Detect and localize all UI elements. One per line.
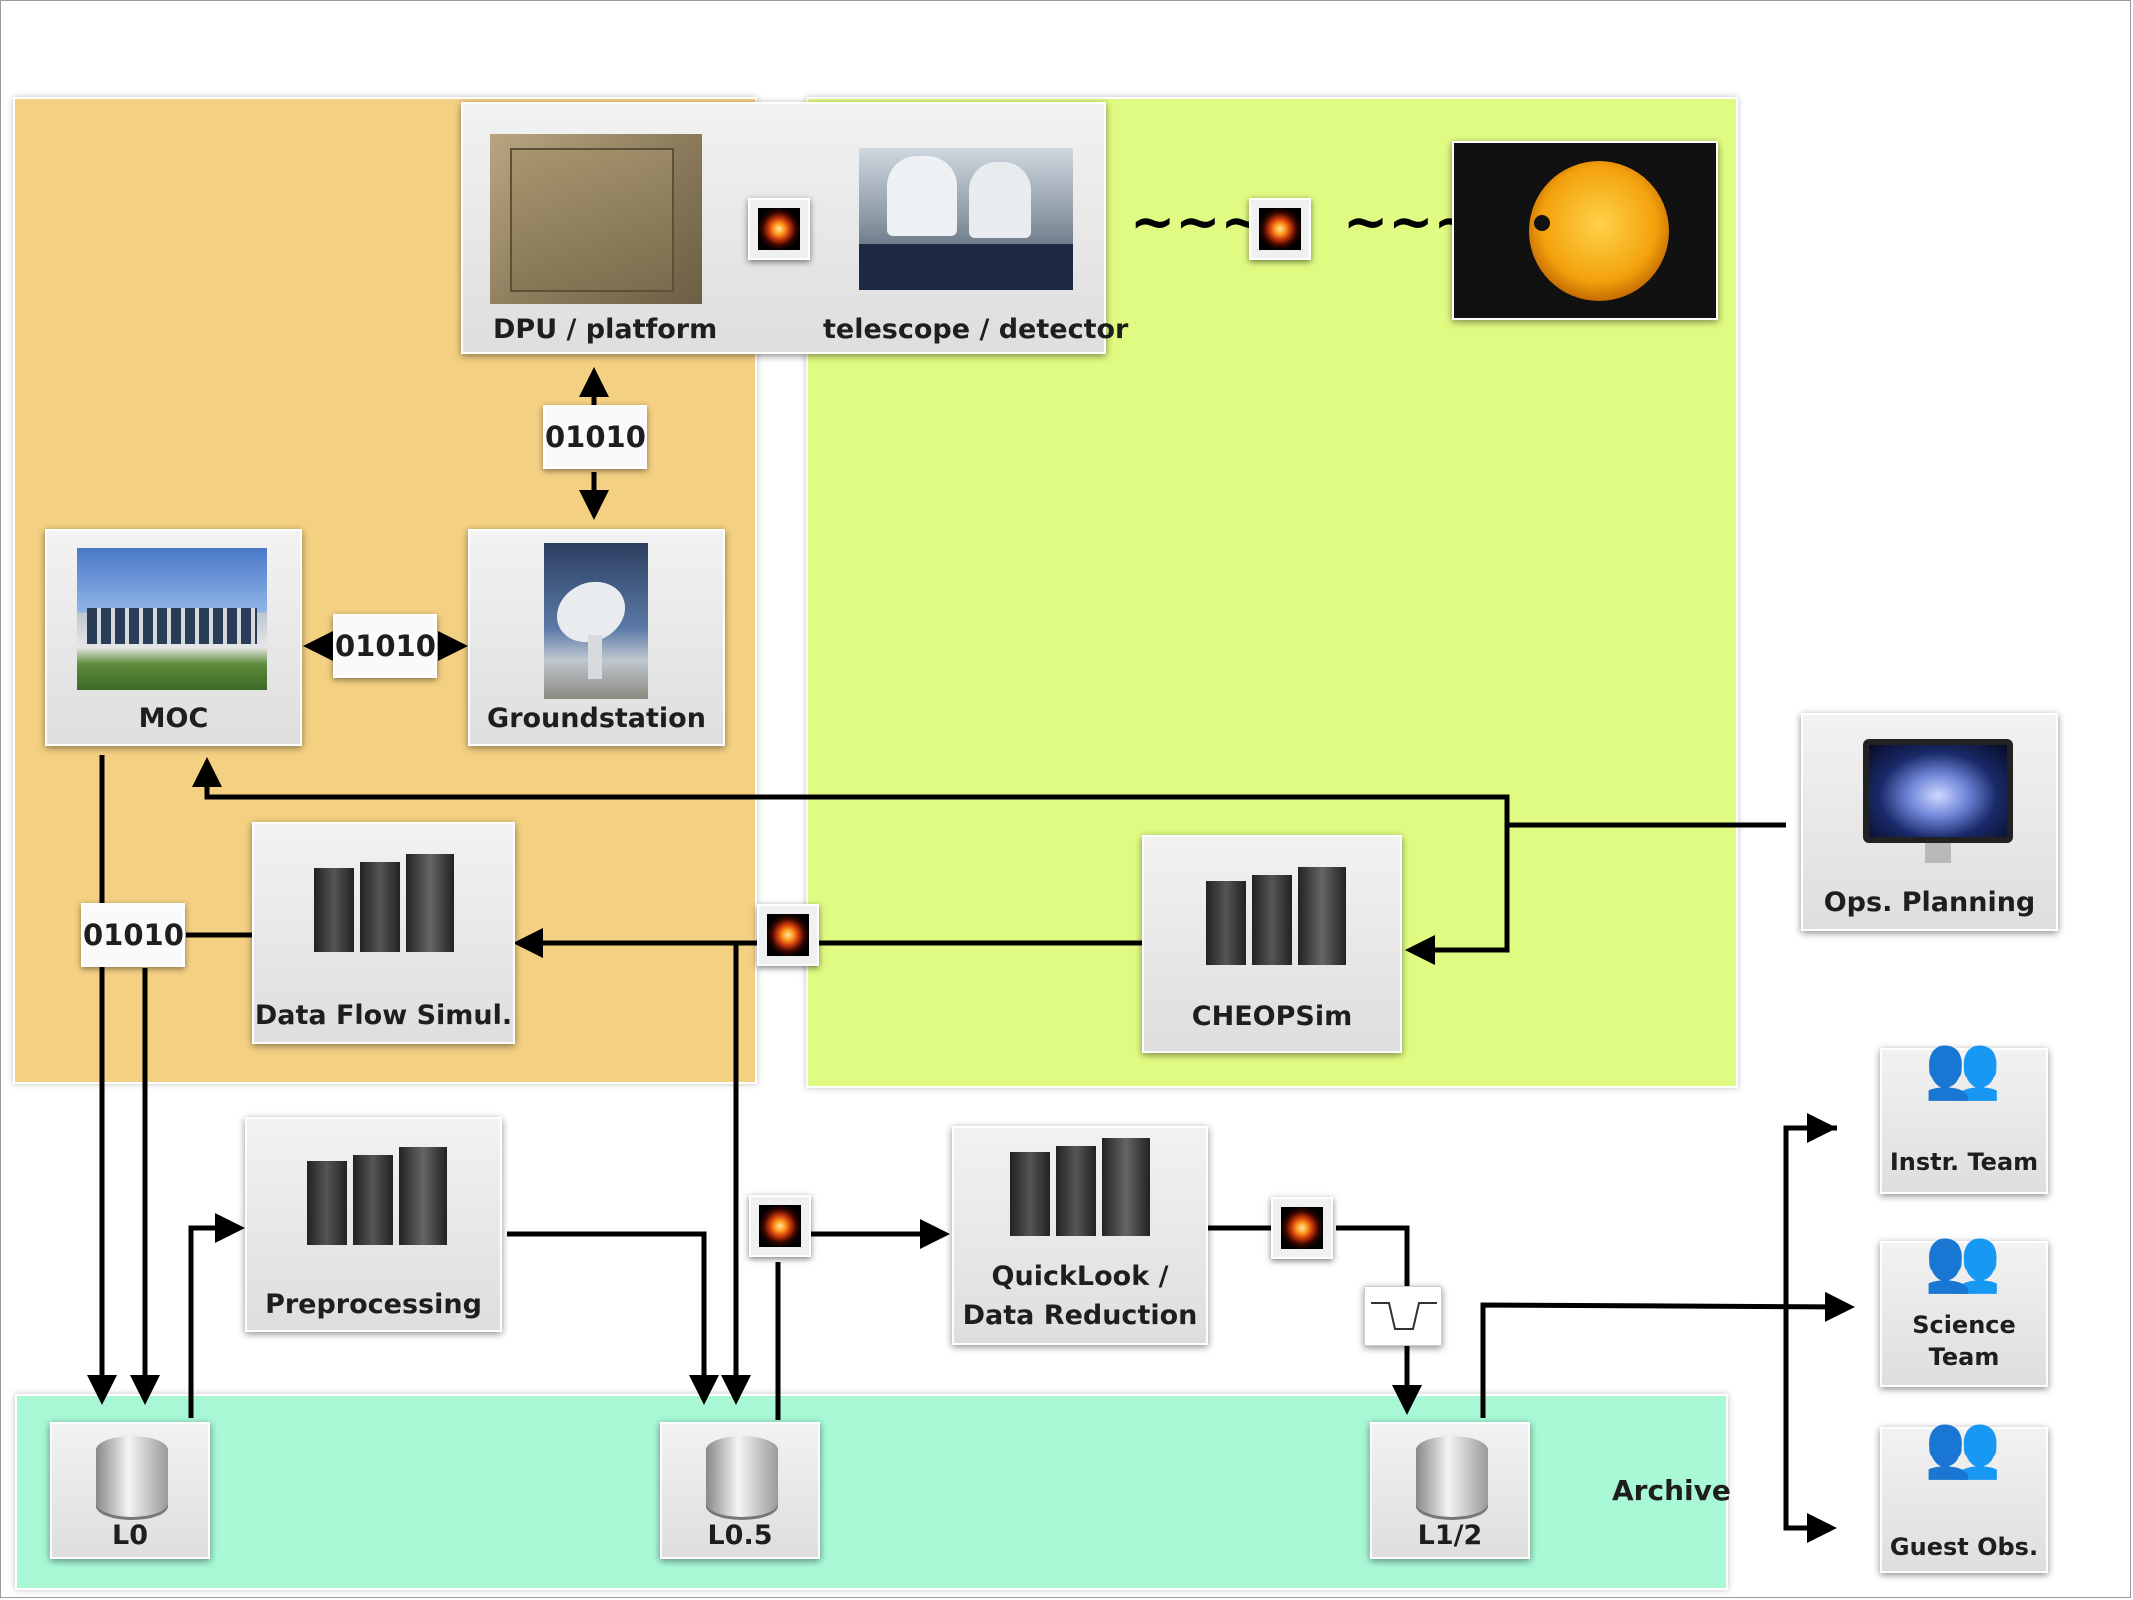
image-frame-chip — [1271, 1197, 1333, 1259]
server-shape — [406, 854, 454, 952]
quicklook-box: QuickLook / Data Reduction — [952, 1126, 1208, 1345]
moc-label: MOC — [138, 703, 209, 734]
star-image-icon — [767, 914, 809, 956]
l05-label: L0.5 — [707, 1520, 773, 1551]
planet-shape — [1534, 215, 1550, 231]
teams-branch-line — [1783, 1125, 1837, 1543]
spacecraft-box: DPU / platform telescope / detector — [461, 102, 1128, 354]
database-icon — [1416, 1436, 1488, 1520]
dpu-image — [490, 134, 702, 304]
quicklook-label-line2: Data Reduction — [962, 1300, 1198, 1331]
team-people-icon: 👥 — [1924, 1223, 2002, 1296]
server-shape — [1252, 875, 1292, 965]
database-icon — [706, 1436, 778, 1520]
data-bits-badge: 01010 — [333, 614, 437, 678]
star-shape — [1529, 161, 1669, 301]
server-rack-icon — [314, 854, 454, 958]
preprocessing-label: Preprocessing — [265, 1289, 482, 1320]
image-frame-chip — [749, 1195, 811, 1257]
groundstation-box: Groundstation — [468, 529, 725, 746]
science-team-label-line1: Science — [1912, 1311, 2016, 1339]
monitor-icon — [1863, 739, 2013, 843]
exoplanet-transit-image — [1452, 141, 1718, 320]
dpu-unit-shape — [510, 148, 674, 292]
server-shape — [1010, 1152, 1050, 1236]
ops-to-cheopsim-arrow — [1405, 825, 1510, 965]
l12-database-box: L1/2 — [1370, 1422, 1530, 1559]
ops-to-moc-arrow — [192, 757, 1510, 825]
telescope-label: telescope / detector — [823, 314, 1129, 345]
ops-planning-box: Ops. Planning — [1801, 713, 2058, 931]
quicklook-label-line1: QuickLook / — [991, 1261, 1169, 1292]
light-curve-icon — [1371, 1302, 1437, 1330]
moc-building-image — [77, 548, 267, 690]
server-shape — [360, 862, 400, 952]
archive-label: Archive — [1612, 1474, 1731, 1507]
server-shape — [307, 1161, 347, 1245]
antenna-image — [544, 543, 648, 699]
server-shape — [1102, 1138, 1150, 1236]
signal-wave-left: ~~~ — [1130, 190, 1266, 253]
image-frame-chip — [1249, 198, 1311, 260]
database-icon — [96, 1436, 168, 1520]
image-frame-chip — [748, 198, 810, 260]
server-rack-icon — [1010, 1138, 1150, 1242]
star-image-icon — [758, 208, 800, 250]
data-flow-simul-label: Data Flow Simul. — [254, 1000, 513, 1031]
monitor-stand-shape — [1925, 843, 1951, 863]
preprocessing-box: Preprocessing — [245, 1117, 502, 1332]
star-image-icon — [1281, 1207, 1323, 1249]
data-bits-badge: 01010 — [81, 903, 185, 967]
moc-box: MOC — [45, 529, 302, 746]
guest-obs-label: Guest Obs. — [1889, 1533, 2039, 1561]
team-people-icon: 👥 — [1924, 1409, 2002, 1482]
detector-panel-shape — [859, 244, 1073, 290]
server-shape — [1056, 1146, 1096, 1236]
antenna-mast-shape — [588, 635, 602, 679]
chip-to-lightcurve-line — [1336, 1225, 1410, 1286]
data-bits-badge: 01010 — [543, 405, 647, 469]
preprocessing-to-l05-arrow — [507, 1231, 719, 1405]
telescope-image — [859, 148, 1073, 290]
ops-planning-label: Ops. Planning — [1823, 887, 2036, 918]
server-shape — [1206, 881, 1246, 965]
l0-database-box: L0 — [50, 1422, 210, 1559]
technician-shape — [887, 156, 957, 236]
cheopsim-box: CHEOPSim — [1142, 835, 1402, 1053]
building-windows-shape — [87, 608, 257, 644]
science-team-label-line2: Team — [1928, 1343, 2000, 1371]
l0-to-preprocessing-arrow — [188, 1213, 245, 1418]
server-rack-icon — [307, 1147, 447, 1251]
server-shape — [314, 868, 354, 952]
server-shape — [1298, 867, 1346, 965]
instr-team-box: 👥 Instr. Team — [1880, 1032, 2048, 1194]
star-image-icon — [1259, 208, 1301, 250]
l05-database-box: L0.5 — [660, 1422, 820, 1559]
instr-team-label: Instr. Team — [1889, 1148, 2039, 1176]
star-image-icon — [759, 1205, 801, 1247]
dpu-label: DPU / platform — [493, 314, 718, 345]
groundstation-label: Groundstation — [487, 703, 706, 734]
l0-label: L0 — [112, 1520, 148, 1551]
l12-label: L1/2 — [1417, 1520, 1483, 1551]
guest-obs-box: 👥 Guest Obs. — [1880, 1411, 2048, 1573]
science-team-box: 👥 Science Team — [1880, 1225, 2048, 1387]
server-shape — [399, 1147, 447, 1245]
light-curve-thumbnail — [1364, 1286, 1442, 1346]
l12-to-science-team-arrow — [1480, 1291, 1855, 1418]
cheopsim-label: CHEOPSim — [1191, 1001, 1353, 1032]
server-shape — [353, 1155, 393, 1245]
data-flow-simul-box: Data Flow Simul. — [252, 822, 515, 1044]
technician-shape — [969, 162, 1031, 238]
team-people-icon: 👥 — [1924, 1030, 2002, 1103]
server-rack-icon — [1206, 867, 1346, 971]
image-frame-chip — [757, 904, 819, 966]
